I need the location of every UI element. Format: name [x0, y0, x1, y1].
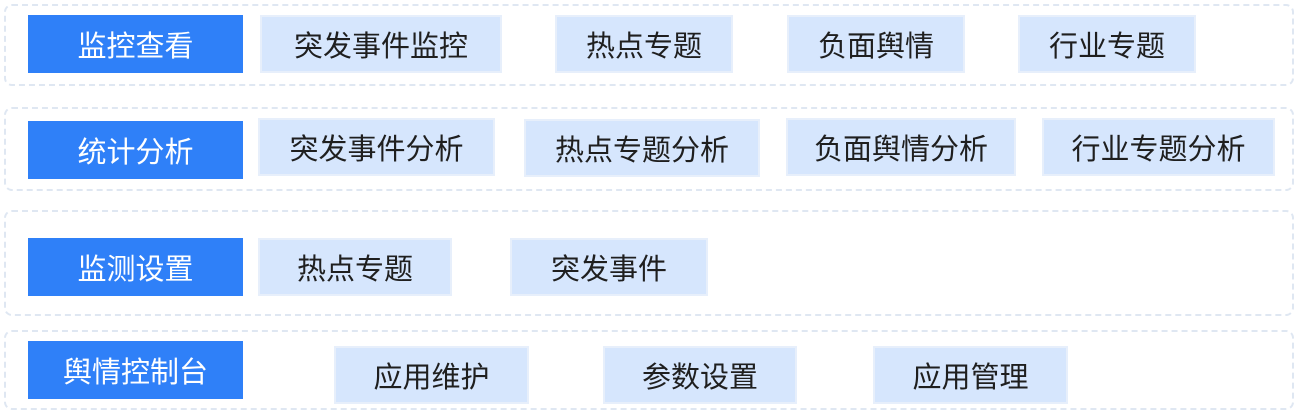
item-industry-topic[interactable]: 行业专题 [1018, 15, 1196, 73]
item-industry-topic-analysis[interactable]: 行业专题分析 [1042, 118, 1275, 176]
row-statistics [4, 107, 1294, 191]
item-negative-sentiment-analysis[interactable]: 负面舆情分析 [786, 118, 1016, 176]
row-monitor-view [4, 4, 1294, 86]
header-console[interactable]: 舆情控制台 [28, 341, 243, 399]
item-hot-topic-setting[interactable]: 热点专题 [258, 238, 452, 296]
header-monitor-settings[interactable]: 监测设置 [28, 238, 243, 296]
item-parameter-settings[interactable]: 参数设置 [603, 346, 797, 404]
header-statistics[interactable]: 统计分析 [28, 121, 243, 179]
item-negative-sentiment[interactable]: 负面舆情 [787, 15, 965, 73]
item-app-maintenance[interactable]: 应用维护 [334, 346, 529, 404]
row-console [4, 330, 1294, 410]
item-hot-topic[interactable]: 热点专题 [555, 15, 733, 73]
item-app-management[interactable]: 应用管理 [873, 346, 1068, 404]
header-monitor-view[interactable]: 监控查看 [28, 15, 243, 73]
item-emergency-setting[interactable]: 突发事件 [510, 238, 708, 296]
item-hot-topic-analysis[interactable]: 热点专题分析 [524, 119, 760, 177]
row-monitor-settings [4, 210, 1294, 316]
item-emergency-analysis[interactable]: 突发事件分析 [258, 118, 495, 176]
item-emergency-monitor[interactable]: 突发事件监控 [260, 15, 502, 73]
